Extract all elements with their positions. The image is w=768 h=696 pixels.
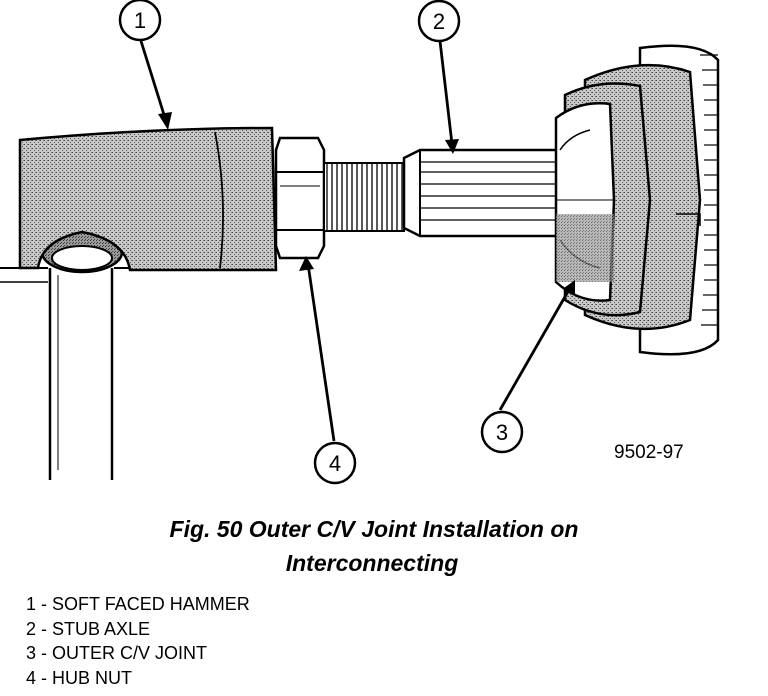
legend-item: 4 - HUB NUT	[26, 666, 250, 691]
legend-separator: -	[36, 594, 53, 614]
stub-axle-shaft	[402, 148, 562, 238]
svg-text:2: 2	[433, 9, 445, 34]
hammer-handle	[0, 230, 140, 480]
legend-number: 4	[26, 667, 37, 688]
cv-joint-illustration: 1 2 3 4	[0, 0, 720, 485]
leader-lines	[139, 40, 572, 442]
leader-arrowheads	[158, 112, 575, 294]
legend-separator: -	[36, 643, 53, 663]
callout-2: 2	[417, 0, 461, 43]
legend-label: SOFT FACED HAMMER	[52, 594, 250, 614]
stub-axle-threads	[323, 162, 405, 232]
legend-number: 3	[26, 643, 37, 663]
figure-caption-line-1: Fig. 50 Outer C/V Joint Installation on	[169, 516, 579, 542]
legend-number: 2	[26, 618, 37, 639]
legend-number: 1	[26, 594, 37, 614]
figure-id: 9502-97	[614, 442, 684, 463]
figure-caption-line-2: Interconnecting	[285, 550, 459, 576]
hub-nut	[274, 136, 326, 260]
legend-item: 2 - STUB AXLE	[26, 617, 250, 642]
hammer-head	[18, 126, 278, 272]
svg-text:4: 4	[329, 451, 341, 476]
svg-text:3: 3	[496, 420, 508, 445]
svg-text:1: 1	[134, 8, 146, 33]
legend-item: 1 - SOFT FACED HAMMER	[26, 592, 250, 617]
legend-separator: -	[36, 667, 53, 688]
outer-cv-joint	[554, 44, 720, 356]
legend-label: HUB NUT	[52, 667, 133, 688]
legend-label: STUB AXLE	[52, 618, 151, 639]
legend-label: OUTER C/V JOINT	[52, 643, 208, 663]
parts-legend: 1 - SOFT FACED HAMMER 2 - STUB AXLE 3 - …	[26, 592, 250, 690]
callout-4: 4	[313, 441, 357, 485]
legend-separator: -	[36, 618, 53, 639]
legend-item: 3 - OUTER C/V JOINT	[26, 641, 250, 666]
callout-3: 3	[480, 410, 524, 454]
callout-1: 1	[118, 0, 162, 42]
